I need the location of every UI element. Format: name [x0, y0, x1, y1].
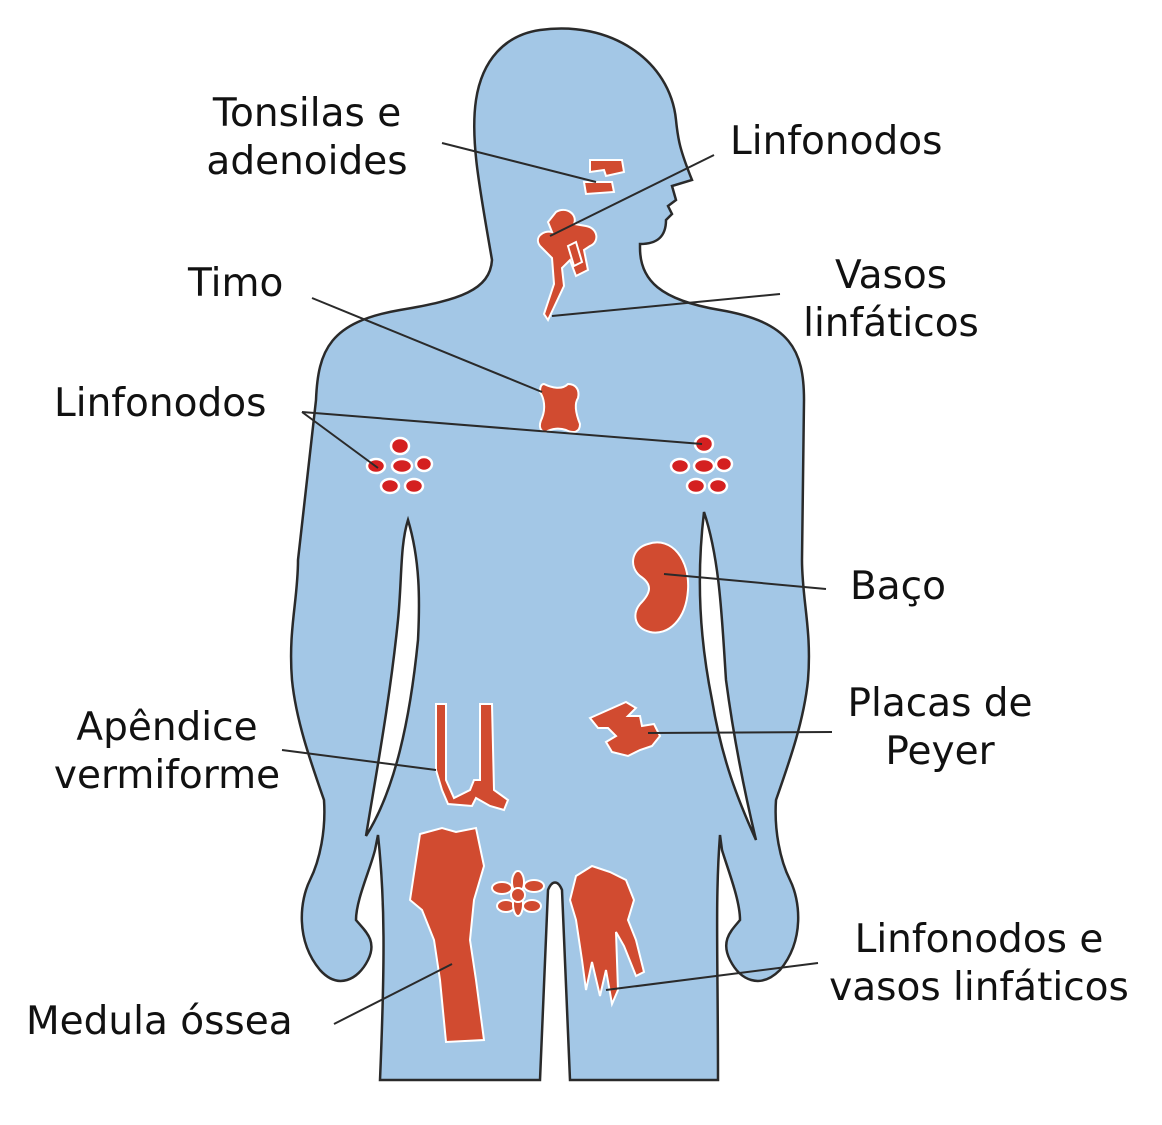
tonsils-shape — [582, 181, 616, 196]
label-nodes-and-vessels: Linfonodos e vasos linfáticos — [829, 917, 1129, 1010]
peyer-patches-shape — [588, 700, 662, 758]
spleen-shape — [632, 541, 690, 634]
label-neck-lymph-nodes: Linfonodos — [730, 119, 943, 164]
leader-axillary-left — [301, 411, 379, 469]
leader-peyer — [647, 731, 833, 734]
label-tonsils-adenoids: Tonsilas e adenoides — [206, 91, 408, 184]
right-arm-gap — [698, 511, 758, 841]
leader-axillary-right — [301, 411, 703, 445]
leader-marrow — [333, 963, 453, 1025]
label-spleen: Baço — [850, 564, 946, 609]
label-lymphatic-vessels: Vasos linfáticos — [803, 253, 979, 346]
inguinal-nodes-vessels-shape — [568, 864, 646, 1008]
bone-marrow-shape — [408, 826, 486, 1044]
adenoids-shape — [589, 159, 626, 178]
label-thymus: Timo — [188, 261, 284, 306]
neck-nodes-shape — [536, 208, 598, 323]
label-bone-marrow: Medula óssea — [26, 999, 293, 1044]
leader-neck-nodes — [549, 154, 715, 237]
neck-vessel-branch — [566, 240, 584, 268]
leader-thymus — [311, 297, 543, 393]
leader-appendix — [281, 749, 437, 771]
leader-nodes-vessels — [605, 962, 819, 991]
left-axillary-nodes — [365, 436, 434, 495]
body-silhouette — [289, 27, 811, 1082]
left-arm-gap — [364, 515, 421, 837]
label-peyer-patches: Placas de Peyer — [847, 681, 1033, 774]
leader-spleen — [663, 573, 827, 590]
leader-lines — [281, 142, 833, 1025]
leader-vessels — [551, 293, 781, 317]
pelvic-node-cluster — [491, 870, 545, 917]
thymus-shape — [538, 382, 582, 434]
label-axillary-lymph-nodes: Linfonodos — [54, 381, 267, 426]
appendix-shape — [435, 703, 510, 812]
right-axillary-nodes — [669, 434, 734, 495]
label-appendix: Apêndice vermiforme — [53, 705, 281, 798]
leader-tonsils — [441, 142, 597, 183]
